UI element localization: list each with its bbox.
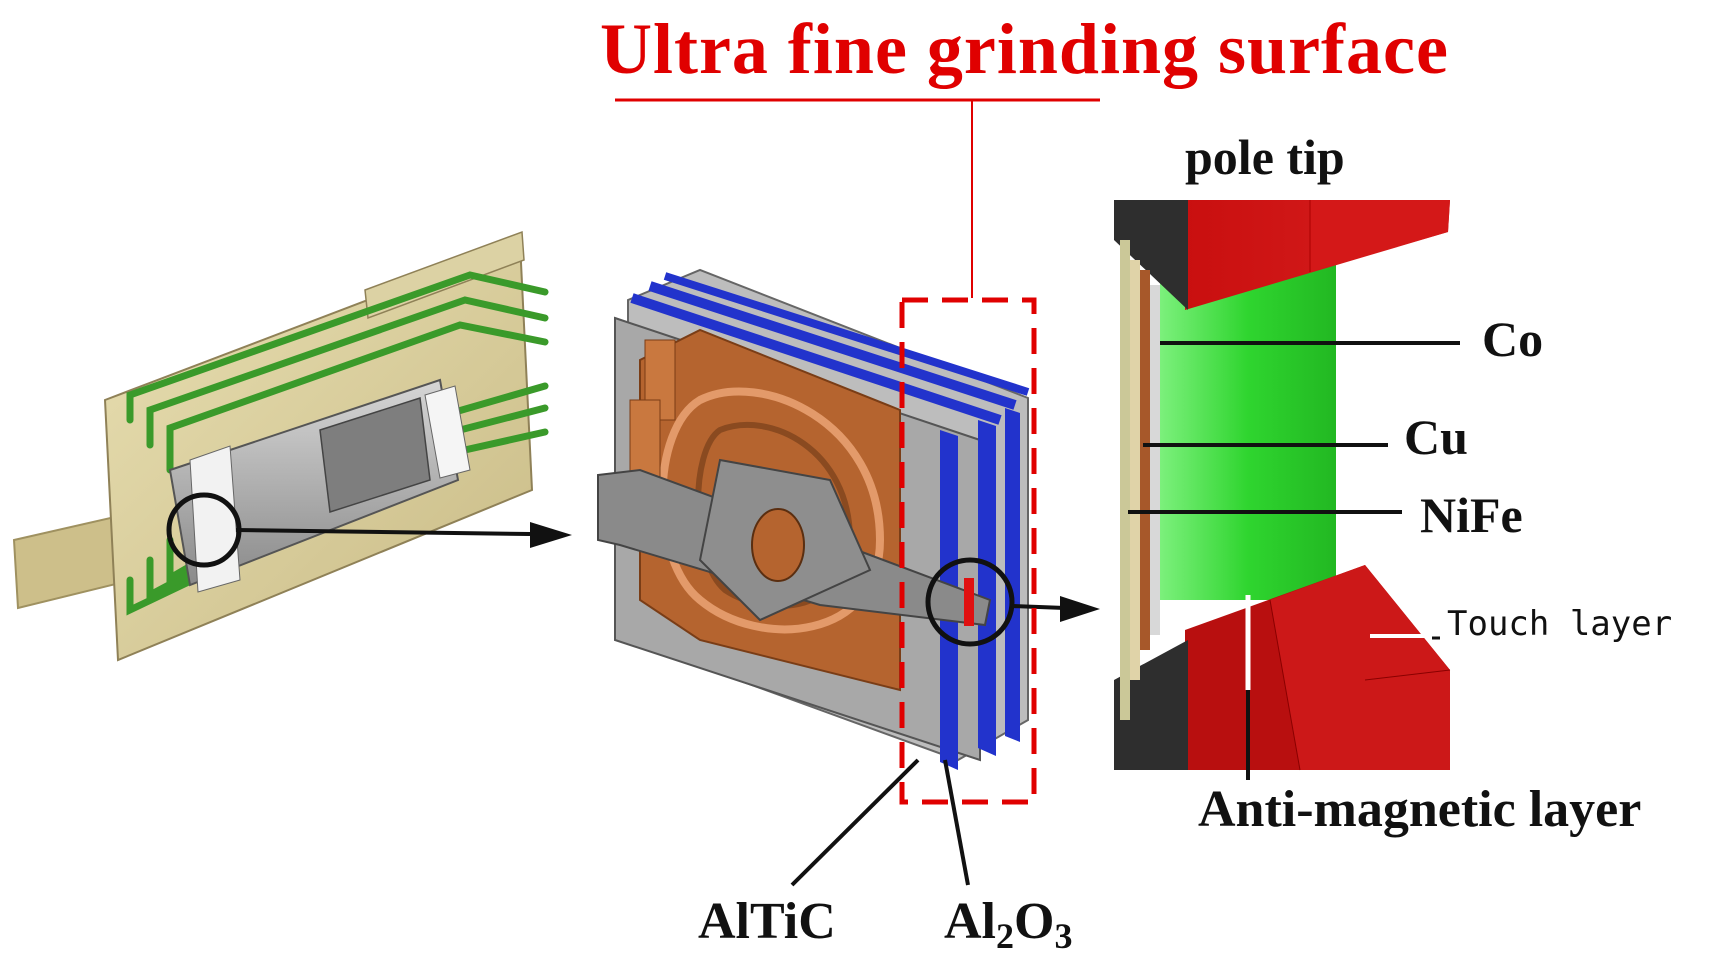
altic-label: AlTiC (698, 893, 836, 950)
arrow-head-right (1060, 596, 1100, 622)
zoom-circle-middle (925, 557, 1015, 647)
slider-magnified (597, 98, 1100, 887)
anti-magnetic-layer-label: Anti-magnetic layer (1198, 781, 1642, 838)
al2o3-sub-2: 2 (996, 916, 1014, 956)
grinding-region-box (899, 297, 1037, 805)
head-gimbal-assembly (12, 230, 572, 662)
yoke-via (751, 508, 805, 582)
blue-layer-edge-2 (648, 281, 1017, 410)
al2o3-leader (943, 759, 970, 886)
cu-layer (1140, 270, 1150, 650)
pole-tip-section (1114, 200, 1460, 780)
blue-layer-edge-3 (663, 272, 1030, 396)
diagram-title: Ultra fine grinding surface (600, 9, 1449, 89)
slider-recess (319, 397, 431, 513)
bottom-pole-red-face (1270, 565, 1450, 770)
nife-label: NiFe (1420, 487, 1523, 543)
slider-white-pad-right (424, 385, 471, 479)
arrow-line-right (1011, 604, 1066, 610)
arrow-head-left (530, 522, 572, 548)
blue-layer-edge-1 (630, 293, 1002, 425)
co-label: Co (1482, 311, 1544, 367)
al2o3-o: O (1014, 893, 1055, 950)
top-pole-red-right (1310, 200, 1450, 272)
al2o3-al: Al (944, 893, 996, 950)
touch-layer-label: Touch layer (1447, 604, 1673, 644)
pole-tip-label: pole tip (1185, 129, 1345, 185)
al2o3-sub-3: 3 (1054, 916, 1073, 956)
nife-layer (1120, 240, 1130, 720)
cu-label: Cu (1404, 409, 1468, 465)
arrow-line-left (235, 528, 531, 536)
top-dark-block (1114, 200, 1188, 310)
blue-vertical-2 (978, 420, 996, 756)
al2o3-label: Al2O3 (944, 892, 1072, 957)
cu-layer-light (1130, 260, 1140, 680)
altic-leader (790, 758, 920, 887)
pole-highlight (964, 578, 974, 626)
co-layer (1150, 285, 1160, 635)
blue-vertical-3 (1005, 408, 1020, 742)
